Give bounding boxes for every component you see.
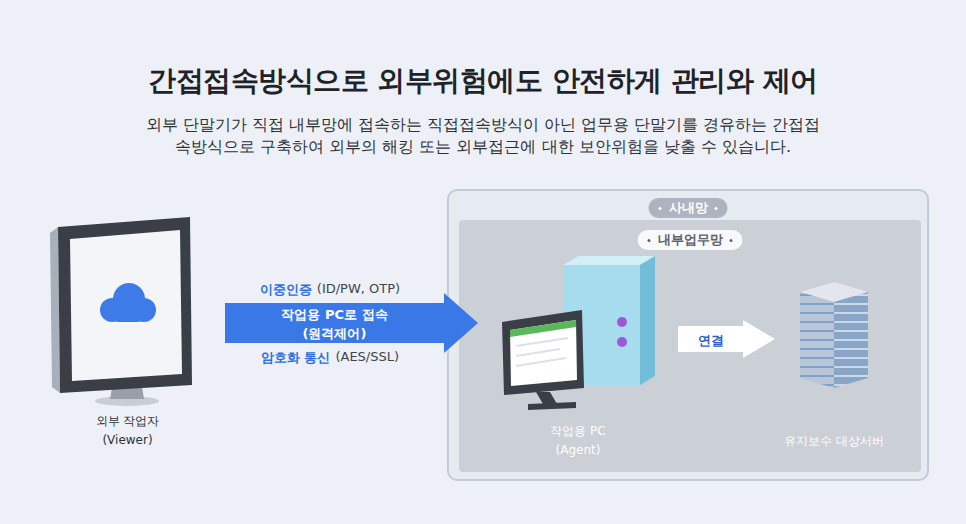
- device-caption: 작업용 PC (Agent): [478, 420, 678, 458]
- monitor-side: [50, 227, 60, 393]
- title: 간접접속방식으로 외부위험에도 안전하게 관리와 제어: [0, 62, 966, 100]
- arrow-label-text: 연결: [698, 333, 724, 348]
- arrow-label-text: 작업용 PC로 접속 (원격제어): [281, 307, 387, 341]
- region-label: 사내망: [669, 199, 708, 217]
- device-node: 유지보수 대상서버: [775, 282, 893, 442]
- device-caption-box: 작업용 PC (Agent): [528, 420, 628, 458]
- cloud-icon: [100, 283, 156, 322]
- device-caption: 유지보수 대상서버: [775, 430, 893, 449]
- agent-pc: [502, 256, 655, 410]
- subnet-region: 내부업무망작업용 PC (Agent) 유지보수 대상서버: [459, 220, 921, 472]
- tower-front: [563, 265, 640, 385]
- device-caption-box: 유지보수 대상서버: [779, 430, 889, 449]
- security-detail: (ID/PW, OTP): [317, 281, 400, 299]
- arrow-label: 작업용 PC로 접속 (원격제어): [276, 304, 394, 342]
- device-caption-box: 외부 작업자 (Viewer): [78, 410, 178, 448]
- tag-dot: [659, 207, 662, 210]
- arrow-label: 연결: [681, 330, 741, 349]
- tag-dot: [730, 239, 733, 242]
- security-feature: 이중인증: [260, 281, 312, 299]
- server-right: [834, 292, 868, 388]
- caption-text: 외부 단말기가 직접 내부망에 접속하는 직접접속방식이 아닌 업무용 단말기를…: [146, 115, 821, 156]
- monitor-neck: [110, 386, 144, 399]
- network-region: 사내망내부업무망작업용 PC (Agent) 유지보수 대상서버: [447, 189, 929, 481]
- device-label: 작업용 PC (Agent): [550, 424, 605, 457]
- monitor-base: [95, 396, 159, 406]
- monitor-frame: [58, 217, 192, 393]
- pc-monitor-frame: [502, 310, 584, 395]
- device-caption: 외부 작업자 (Viewer): [30, 410, 225, 448]
- server-top: [800, 282, 868, 302]
- pc-monitor-screen: [510, 320, 577, 386]
- window-bar: [510, 320, 576, 337]
- device-label: 유지보수 대상서버: [784, 434, 884, 448]
- pc-monitor-base: [528, 402, 576, 410]
- region-tag: 사내망: [649, 198, 728, 218]
- label-row: 암호화 통신(AES/SSL): [200, 349, 460, 367]
- pc-monitor-neck: [536, 392, 557, 404]
- tag-dot: [715, 207, 718, 210]
- tower-side: [640, 256, 655, 385]
- device-node: 외부 작업자 (Viewer): [30, 215, 225, 440]
- viewer-monitor: [50, 217, 192, 406]
- tag-dot: [648, 239, 651, 242]
- window-lines: [516, 338, 568, 366]
- security-detail: (AES/SSL): [335, 349, 399, 367]
- server-left: [800, 292, 834, 388]
- caption: 외부 단말기가 직접 내부망에 접속하는 직접접속방식이 아닌 업무용 단말기를…: [143, 114, 823, 158]
- security-feature: 암호화 통신: [261, 349, 331, 367]
- flow-arrow: [225, 293, 478, 353]
- region-label: 내부업무망: [658, 231, 723, 249]
- device-node: 작업용 PC (Agent): [478, 257, 678, 447]
- monitor-screen: [70, 230, 182, 381]
- tower-top: [563, 256, 655, 265]
- label-row: 이중인증 (ID/PW, OTP): [200, 281, 460, 299]
- title-text: 간접접속방식으로 외부위험에도 안전하게 관리와 제어: [148, 64, 818, 97]
- server-rack: [800, 282, 868, 388]
- tower-button: [617, 337, 627, 347]
- region-tag: 내부업무망: [638, 230, 743, 250]
- tower-button: [617, 317, 627, 327]
- device-label: 외부 작업자 (Viewer): [96, 414, 160, 447]
